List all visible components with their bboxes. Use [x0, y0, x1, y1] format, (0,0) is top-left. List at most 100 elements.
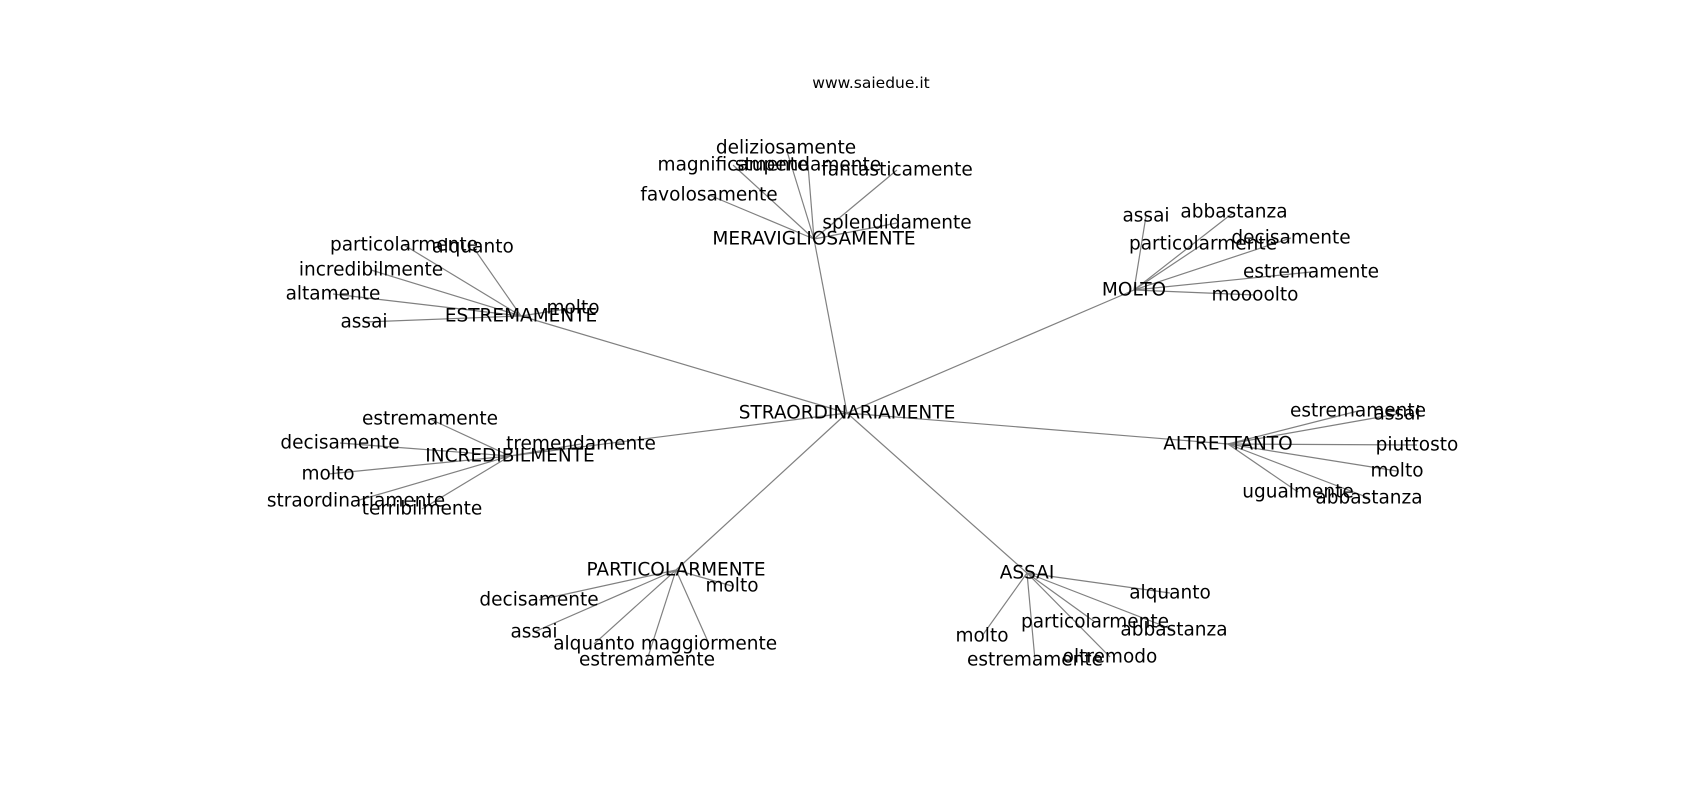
edge-estremamente-molto — [520, 307, 574, 317]
edge-estremamente-incredibilmente — [370, 269, 522, 317]
node-leaf-meravigliosamente-splendidamente: splendidamente — [822, 213, 971, 234]
node-leaf-meravigliosamente-fantasticamente: fantasticamente — [821, 160, 972, 181]
edge-altrettanto-abbastanza — [1227, 443, 1370, 499]
edge-incredibilmente-straordinariamente — [355, 455, 511, 502]
node-leaf-molto-abbastanza: abbastanza — [1180, 202, 1287, 223]
edge-incredibilmente-molto — [327, 455, 511, 475]
edge-incredibilmente-tremendamente — [509, 443, 582, 457]
node-leaf-estremamente-assai: assai — [340, 312, 387, 333]
edge-root-altrettanto — [846, 412, 1229, 445]
node-leaf-molto-particolarmente: particolarmente — [1129, 234, 1277, 255]
node-leaf-particolarmente-molto: molto — [705, 576, 758, 597]
node-hub-altrettanto: ALTRETTANTO — [1163, 434, 1292, 455]
edge-altrettanto-assai — [1227, 413, 1398, 445]
node-leaf-meravigliosamente-favolosamente: favolosamente — [640, 185, 777, 206]
edge-meravigliosamente-stupendamente — [807, 164, 815, 240]
node-leaf-altrettanto-piuttosto: piuttosto — [1376, 435, 1459, 456]
node-leaf-altrettanto-abbastanza: abbastanza — [1315, 488, 1422, 509]
node-leaf-incredibilmente-decisamente: decisamente — [280, 433, 399, 454]
node-hub-assai: ASSAI — [1000, 563, 1055, 584]
graph-labels: STRAORDINARIAMENTE MERAVIGLIOSAMENTE deliz… — [267, 138, 1458, 671]
node-leaf-incredibilmente-tremendamente: tremendamente — [506, 434, 656, 455]
node-leaf-assai-alquanto: alquanto — [1129, 583, 1211, 604]
edge-altrettanto-estremamente — [1227, 410, 1359, 445]
edge-altrettanto-molto — [1227, 443, 1398, 472]
edge-estremamente-particolarmente — [403, 244, 522, 317]
edge-particolarmente-assai — [533, 569, 677, 633]
node-hub-meravigliosamente: MERAVIGLIOSAMENTE — [712, 229, 915, 250]
node-leaf-estremamente-alquanto: alquanto — [432, 237, 514, 258]
watermark-text: www.saiedue.it — [812, 74, 929, 92]
node-leaf-incredibilmente-terribilmente: terribilmente — [362, 499, 482, 520]
edge-assai-estremamente — [1026, 572, 1036, 661]
edge-altrettanto-ugualmente — [1227, 443, 1299, 493]
node-leaf-estremamente-molto: molto — [546, 298, 599, 319]
node-leaf-estremamente-altamente: altamente — [286, 284, 381, 305]
edge-molto-particolarmente — [1133, 243, 1204, 291]
node-leaf-assai-particolarmente: particolarmente — [1021, 612, 1169, 633]
node-leaf-estremamente-incredibilmente: incredibilmente — [299, 260, 443, 281]
node-leaf-particolarmente-decisamente: decisamente — [479, 590, 598, 611]
node-hub-incredibilmente: INCREDIBILMENTE — [425, 446, 594, 467]
edge-root-molto — [846, 289, 1135, 414]
edge-root-estremamente — [520, 315, 848, 414]
edge-estremamente-altamente — [332, 293, 522, 317]
node-leaf-particolarmente-estremamente: estremamente — [579, 650, 715, 671]
node-leaf-altrettanto-ugualmente: ugualmente — [1242, 482, 1353, 503]
edge-root-particolarmente — [675, 412, 848, 571]
node-leaf-altrettanto-estremamente: estremamente — [1290, 401, 1426, 422]
node-root-straordinariamente: STRAORDINARIAMENTE — [739, 403, 956, 424]
edge-meravigliosamente-favolosamente — [708, 194, 815, 240]
graph-edges — [327, 147, 1418, 661]
node-leaf-meravigliosamente-stupendamente: stupendamente — [735, 155, 881, 176]
edge-incredibilmente-terribilmente — [421, 455, 511, 510]
node-leaf-molto-moooolto: moooolto — [1211, 285, 1298, 306]
edge-molto-estremamente — [1133, 271, 1312, 291]
edge-meravigliosamente-deliziosamente — [785, 147, 815, 240]
edge-incredibilmente-decisamente — [339, 442, 511, 457]
edge-molto-assai — [1133, 215, 1147, 291]
node-leaf-incredibilmente-estremamente: estremamente — [362, 409, 498, 430]
node-leaf-incredibilmente-molto: molto — [301, 464, 354, 485]
edge-meravigliosamente-splendidamente — [813, 222, 898, 240]
edge-particolarmente-alquanto — [593, 569, 677, 645]
edge-molto-decisamente — [1133, 237, 1292, 291]
edge-particolarmente-maggiormente — [675, 569, 710, 645]
edge-root-assai — [846, 412, 1028, 574]
node-hub-estremamente: ESTREMAMENTE — [445, 306, 597, 327]
edge-molto-moooolto — [1133, 289, 1256, 296]
node-leaf-altrettanto-assai: assai — [1373, 404, 1420, 425]
edge-estremamente-alquanto — [472, 246, 522, 317]
edge-altrettanto-piuttosto — [1227, 443, 1418, 446]
node-leaf-molto-decisamente: decisamente — [1231, 228, 1350, 249]
node-leaf-particolarmente-assai: assai — [510, 622, 557, 643]
edge-root-meravigliosamente — [813, 238, 848, 414]
node-leaf-particolarmente-alquanto: alquanto — [553, 634, 635, 655]
node-hub-molto: MOLTO — [1102, 280, 1166, 301]
node-leaf-estremamente-particolarmente: particolarmente — [330, 235, 478, 256]
edge-particolarmente-estremamente — [646, 569, 677, 661]
node-leaf-particolarmente-maggiormente: maggiormente — [641, 634, 777, 655]
node-leaf-meravigliosamente-magnificamente: magnificamente — [658, 155, 809, 176]
edge-assai-alquanto — [1026, 572, 1171, 594]
node-hub-particolarmente: PARTICOLARMENTE — [586, 560, 765, 581]
edge-estremamente-assai — [363, 315, 522, 323]
edge-meravigliosamente-magnificamente — [732, 164, 815, 240]
edge-incredibilmente-estremamente — [429, 418, 511, 457]
edge-assai-particolarmente — [1026, 572, 1096, 623]
node-leaf-assai-molto: molto — [955, 626, 1008, 647]
node-leaf-incredibilmente-straordinariamente: straordinariamente — [267, 491, 445, 512]
node-leaf-meravigliosamente-deliziosamente: deliziosamente — [716, 138, 856, 159]
edge-particolarmente-molto — [675, 569, 733, 587]
edge-meravigliosamente-fantasticamente — [813, 169, 898, 240]
edge-particolarmente-decisamente — [538, 569, 677, 601]
node-leaf-assai-estremamente: estremamente — [967, 650, 1103, 671]
node-leaf-molto-assai: assai — [1122, 206, 1169, 227]
node-leaf-molto-estremamente: estremamente — [1243, 262, 1379, 283]
edge-root-incredibilmente — [509, 412, 848, 457]
edge-assai-oltremodo — [1026, 572, 1111, 658]
node-leaf-assai-oltremodo: oltremodo — [1063, 647, 1158, 668]
edge-molto-abbastanza — [1133, 211, 1235, 291]
edge-assai-abbastanza — [1026, 572, 1175, 631]
